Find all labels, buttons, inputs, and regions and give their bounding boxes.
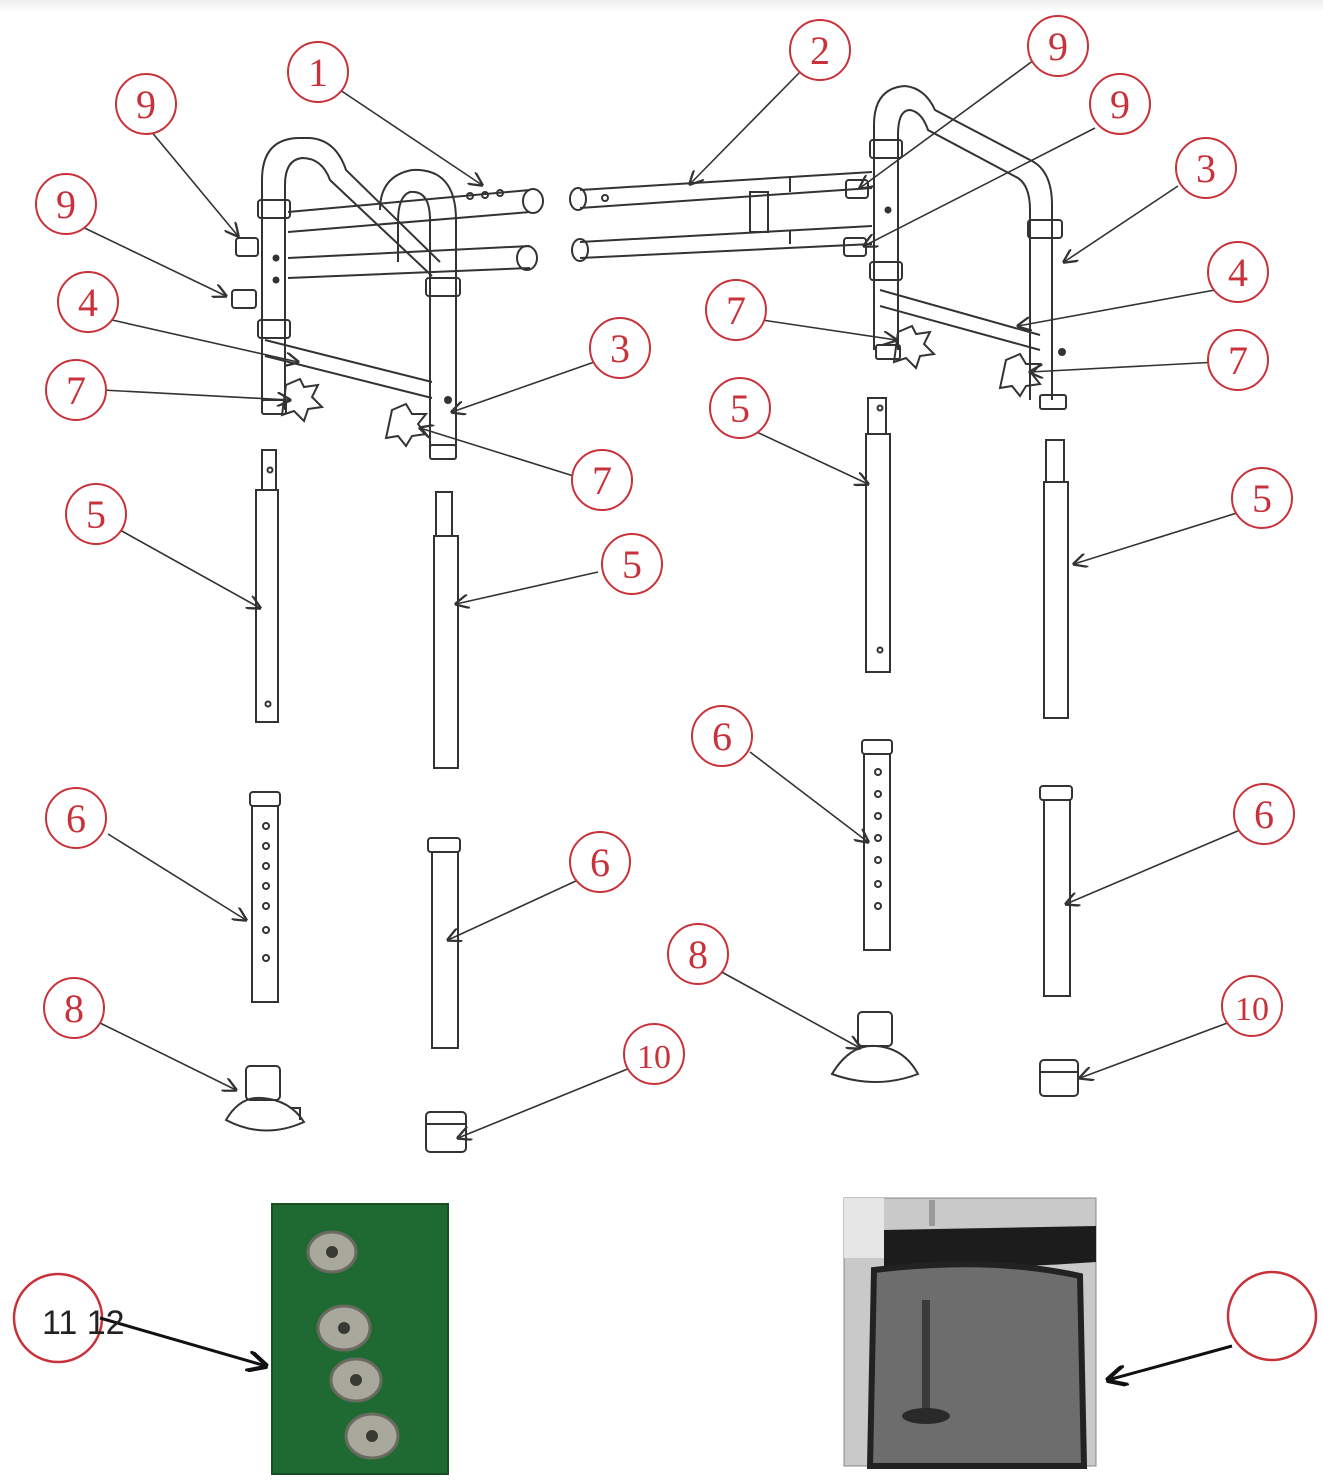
callout-number: 3: [610, 326, 630, 371]
callout-number: 1: [308, 50, 328, 95]
callout-number: 5: [1252, 476, 1272, 521]
callout-number: 9: [1110, 82, 1130, 127]
callout-number: 9: [1048, 24, 1068, 69]
callout-numbers: 1 2 9 9 9 9 3 3 4 4 7 7 7 7 5 5 5 5 6 6 …: [56, 24, 1274, 1076]
callout-number: 7: [1228, 338, 1248, 383]
callout-circle-9b: [1027, 15, 1089, 77]
callout-number: 10: [1235, 991, 1269, 1028]
callout-circle-9d: [35, 173, 97, 235]
callout-circle-9c: [1089, 73, 1151, 135]
callout-circle-10a: [1221, 975, 1283, 1037]
washers-photo: [271, 1203, 449, 1475]
callout-circle-5c: [65, 483, 127, 545]
bag-photo: [843, 1197, 1097, 1469]
callout-number: 2: [810, 28, 830, 73]
callout-number: 10: [637, 1039, 671, 1076]
callout-circle-7b: [1207, 329, 1269, 391]
callout-number: 8: [64, 986, 84, 1031]
callout-circle-10b: [623, 1023, 685, 1085]
right-frame: [569, 84, 1067, 410]
callout-circle-4b: [1207, 241, 1269, 303]
leader-line-bag: [1108, 1344, 1233, 1380]
callout-circle-6c: [45, 787, 107, 849]
callout-circle-empty: [1226, 1270, 1318, 1362]
top-border: [0, 0, 1323, 12]
callout-number: 6: [712, 714, 732, 759]
callout-circle-3a: [1175, 137, 1237, 199]
callout-number: 5: [86, 492, 106, 537]
leg-tubes: [224, 397, 1079, 1153]
callout-number: 9: [136, 82, 156, 127]
callout-circle-2: [789, 19, 851, 81]
callout-circle-4a: [57, 271, 119, 333]
callout-circle-8a: [667, 923, 729, 985]
callout-circle-5b: [1231, 467, 1293, 529]
callout-number: 5: [730, 386, 750, 431]
callout-circle-6d: [569, 831, 631, 893]
callout-circle-8b: [43, 977, 105, 1039]
callout-number: 7: [726, 288, 746, 333]
callout-number: 6: [66, 796, 86, 841]
callout-number: 6: [590, 840, 610, 885]
callout-circle-3b: [589, 317, 651, 379]
callout-circle-9a: [115, 73, 177, 135]
callout-number: 9: [56, 182, 76, 227]
callout-number: 4: [1228, 250, 1248, 295]
left-frame: [231, 137, 544, 460]
callout-number: 4: [78, 280, 98, 325]
callout-circle-6b: [1233, 783, 1295, 845]
callout-circle-7c: [45, 359, 107, 421]
leader-line-11-12: [99, 1316, 266, 1366]
callout-circle-5a: [709, 377, 771, 439]
callout-circle-1: [287, 41, 349, 103]
callout-number: 3: [1196, 146, 1216, 191]
callout-circle-7d: [571, 449, 633, 511]
callout-number: 7: [66, 368, 86, 413]
callout-number: 5: [622, 542, 642, 587]
callout-circle-7a: [705, 279, 767, 341]
callout-number: 7: [592, 458, 612, 503]
callout-number: 8: [688, 932, 708, 977]
callout-circle-5d: [601, 533, 663, 595]
callout-label-11-12: 11 12: [42, 1304, 125, 1342]
leader-lines: [71, 59, 1241, 1138]
callout-circle-6a: [691, 705, 753, 767]
callout-circles: [35, 15, 1295, 1085]
callout-number: 6: [1254, 792, 1274, 837]
